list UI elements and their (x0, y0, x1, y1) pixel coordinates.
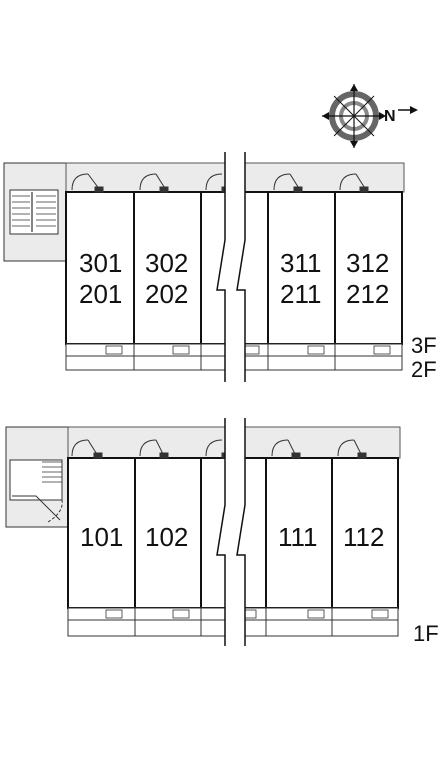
compass-north-label: N (384, 108, 396, 125)
unit-label: 212 (346, 279, 389, 309)
unit-label: 302 (145, 248, 188, 278)
lower-block: 101 102 111 112 1F (5, 418, 439, 646)
unit-label: 101 (80, 522, 123, 552)
unit-label: 202 (145, 279, 188, 309)
floor-label: 3F (411, 333, 437, 358)
unit-label: 312 (346, 248, 389, 278)
upper-break-gap (225, 152, 245, 382)
unit-label: 102 (145, 522, 188, 552)
unit-label: 112 (343, 522, 384, 552)
unit-label: 201 (79, 279, 122, 309)
floor-label: 2F (411, 357, 437, 382)
unit-label: 301 (79, 248, 122, 278)
compass-icon (322, 84, 418, 148)
upper-block: 301 201 302 202 311 211 312 212 3F 2F (3, 152, 437, 382)
unit-label: 111 (278, 522, 318, 552)
lower-break-gap (225, 418, 245, 646)
unit-label: 311 (280, 248, 321, 278)
unit-label: 211 (280, 279, 321, 309)
floor-label: 1F (413, 621, 439, 646)
